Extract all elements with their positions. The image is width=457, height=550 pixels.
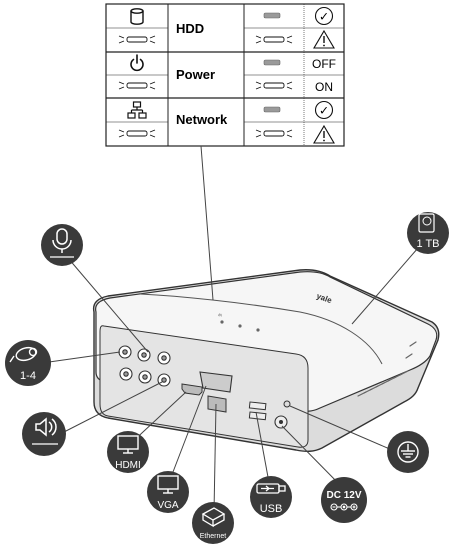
callout-audio-out [22, 412, 66, 456]
callout-hdmi: HDMI [107, 431, 149, 473]
monitor-icon [117, 435, 139, 454]
legend-label-network: Network [176, 112, 228, 127]
legend-state-network-warning: ⚠ [0, 0, 1, 1]
usb-ports [248, 401, 267, 421]
polarity-icon [330, 503, 358, 511]
rca-video-ports [118, 345, 152, 384]
led-solid-icon [263, 59, 281, 66]
checkmark-icon: ✓ [314, 100, 334, 120]
callout-audio-in [41, 224, 83, 266]
callout-usb: USB [250, 476, 292, 518]
vga-port [199, 371, 233, 393]
power-icon [130, 54, 144, 72]
led-blink-icon [118, 129, 156, 138]
legend-row-hdd: HDD ✓ ⚠ [0, 0, 335, 49]
led-blink-icon [118, 81, 156, 90]
monitor-icon [157, 475, 179, 494]
led-solid-icon [263, 106, 281, 113]
led-blink-icon [118, 35, 156, 44]
database-icon [130, 8, 144, 25]
callout-hdd: 1 TB [407, 212, 449, 254]
leader-lines [41, 145, 419, 513]
speaker-icon [32, 417, 58, 445]
ethernet-label: Ethernet [200, 533, 227, 540]
ground-screw [283, 400, 291, 408]
network-icon [127, 101, 147, 119]
usb-label: USB [260, 503, 283, 515]
hdmi-port [181, 383, 203, 396]
checkmark-icon: ✓ [314, 6, 334, 26]
led-blink-icon [255, 35, 293, 44]
legend-state-power-on: ON [315, 80, 333, 94]
legend-row-power: Power OFF ON [118, 54, 336, 94]
warning-icon: ⚠ [0, 0, 335, 49]
hdd-capacity-label: 1 TB [416, 238, 439, 250]
led-blink-icon [255, 129, 293, 138]
hdmi-label: HDMI [115, 460, 141, 471]
hard-drive-icon [418, 213, 435, 233]
vent-slots [357, 341, 417, 397]
device-status-leds: ʍ [218, 312, 260, 332]
dc-power-label: DC 12V [326, 490, 361, 501]
legend-state-power-off: OFF [312, 57, 336, 71]
ethernet-port [207, 395, 227, 413]
callout-ethernet: Ethernet [192, 502, 234, 544]
microphone-icon [50, 228, 74, 258]
vga-label: VGA [157, 500, 178, 511]
led-blink-icon [255, 81, 293, 90]
callout-cameras: 1-4 [5, 340, 51, 386]
nvr-device: yale ʍ [92, 269, 440, 453]
usb-stick-icon [256, 483, 286, 494]
legend-state-hdd-warning: ⚠ [0, 0, 1, 1]
ground-icon [397, 441, 419, 463]
camera-icon [9, 346, 38, 363]
legend-label-hdd: HDD [176, 21, 204, 36]
svg-text:ʍ: ʍ [218, 312, 223, 319]
legend-state-hdd-ok: ✓ [319, 10, 329, 24]
legend-label-power: Power [176, 67, 215, 82]
dc-power-jack [274, 415, 288, 429]
callout-vga: VGA [147, 471, 189, 513]
rca-audio-ports [157, 351, 171, 387]
led-legend-table: HDD ✓ ⚠ [0, 0, 345, 147]
led-solid-icon [263, 12, 281, 19]
callout-dc-power: DC 12V [321, 477, 367, 523]
legend-state-network-ok: ✓ [319, 104, 329, 118]
camera-channels-label: 1-4 [20, 370, 36, 382]
ethernet-plug-icon [201, 507, 226, 528]
warning-icon: ⚠ [0, 0, 335, 144]
callout-ground [387, 431, 429, 473]
legend-row-network: Network ✓ ⚠ [0, 0, 335, 144]
